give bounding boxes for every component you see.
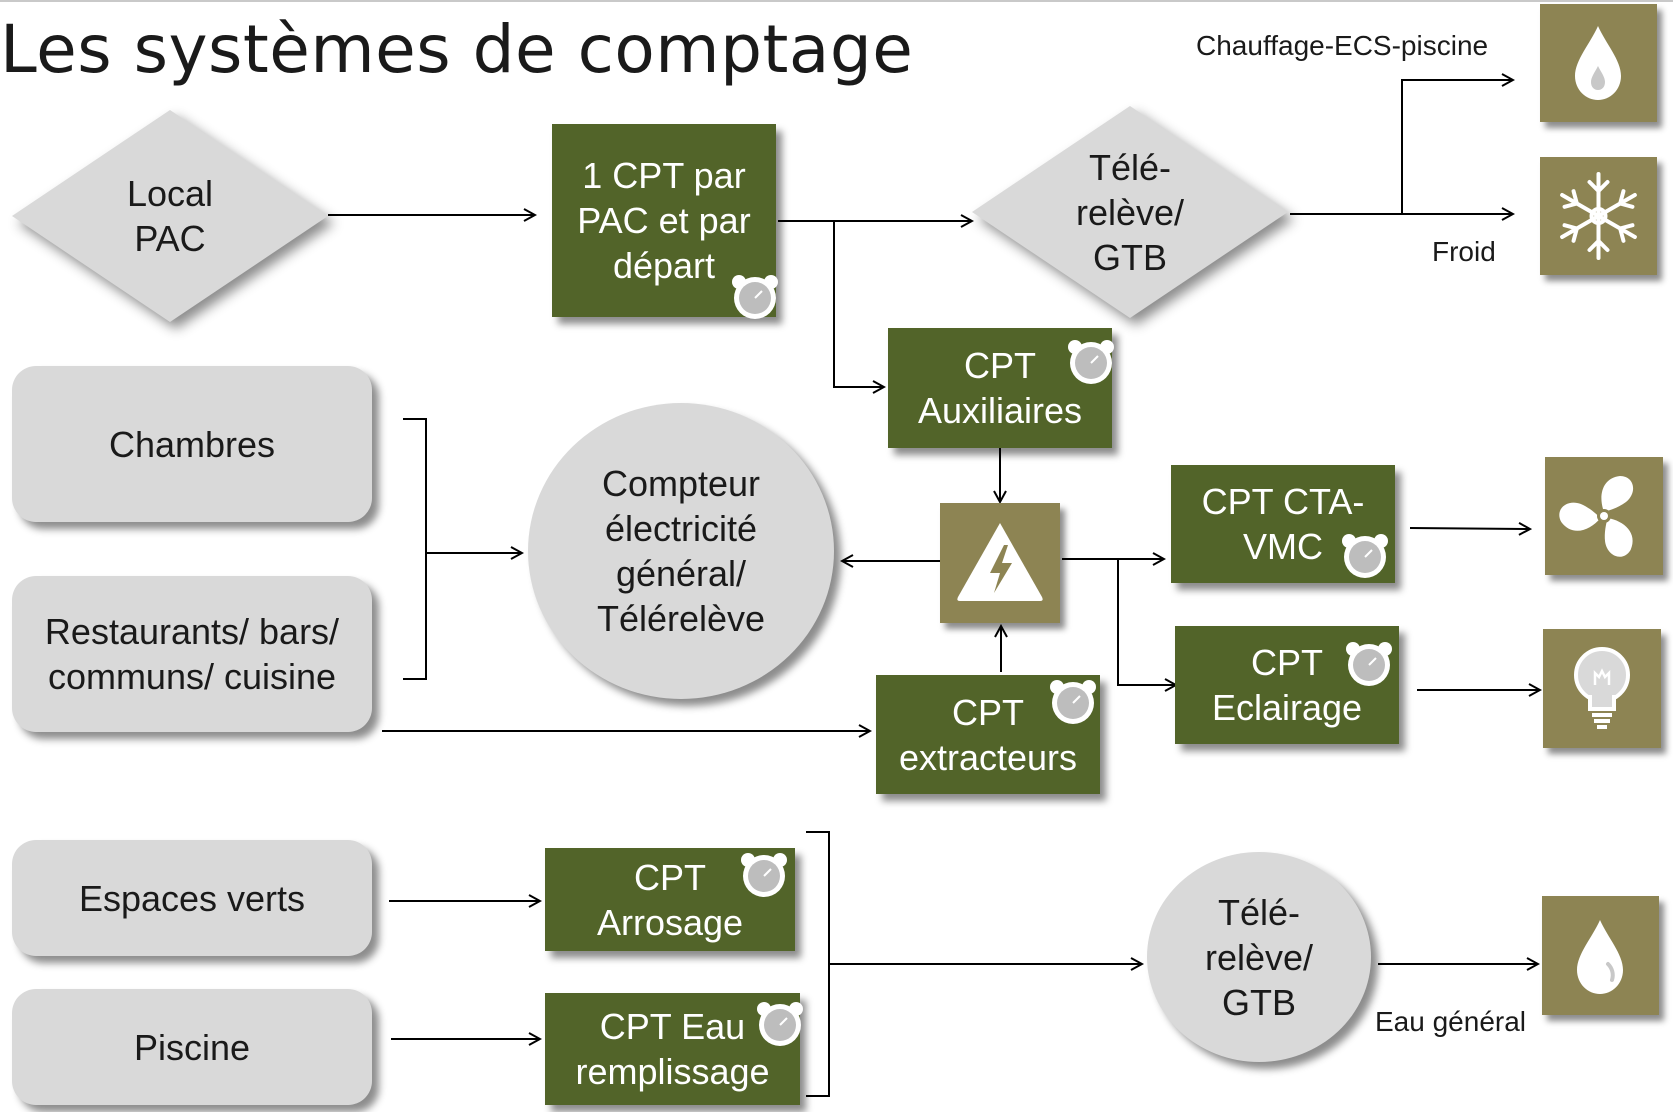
local-pac-diamond: Local PAC	[12, 110, 328, 322]
page-title: Les systèmes de comptage	[0, 11, 914, 88]
cpt-pac-box: 1 CPT par PAC et par départ	[552, 124, 776, 317]
compteur-general-circle: Compteur électricité général/ Télérelève	[528, 403, 834, 699]
local-pac-label: Local PAC	[126, 173, 214, 259]
electric-hazard-icon	[940, 503, 1060, 623]
light-bulb-icon	[1543, 629, 1661, 748]
telereleve-bottom-circle: Télé- relève/ GTB	[1147, 852, 1371, 1062]
meter-icon	[732, 275, 778, 319]
espaces-verts-box: Espaces verts	[12, 840, 372, 956]
meter-icon	[1050, 680, 1096, 724]
froid-label: Froid	[1432, 236, 1496, 267]
meter-icon	[1068, 340, 1114, 384]
telereleve-top-diamond: Télé- relève/ GTB	[972, 106, 1288, 318]
eau-general-label: Eau général	[1375, 1006, 1527, 1037]
water-drop-icon	[1542, 896, 1659, 1015]
top-border	[0, 0, 1673, 2]
chambres-box: Chambres	[12, 366, 372, 522]
cpt-eau-remplissage-box: CPT Eau remplissage	[545, 993, 800, 1105]
chauffage-label: Chauffage-ECS-piscine	[1196, 30, 1489, 61]
meter-icon	[757, 1002, 803, 1046]
meter-icon	[1346, 642, 1392, 686]
fan-icon	[1545, 457, 1663, 575]
meter-icon	[741, 853, 787, 897]
meter-icon	[1342, 534, 1388, 578]
snowflake-icon	[1540, 157, 1657, 275]
water-drop-icon	[1540, 4, 1657, 122]
restaurants-box: Restaurants/ bars/ communs/ cuisine	[12, 576, 372, 732]
telereleve-top-label: Télé- relève/ GTB	[1075, 146, 1185, 278]
piscine-box: Piscine	[12, 989, 372, 1105]
